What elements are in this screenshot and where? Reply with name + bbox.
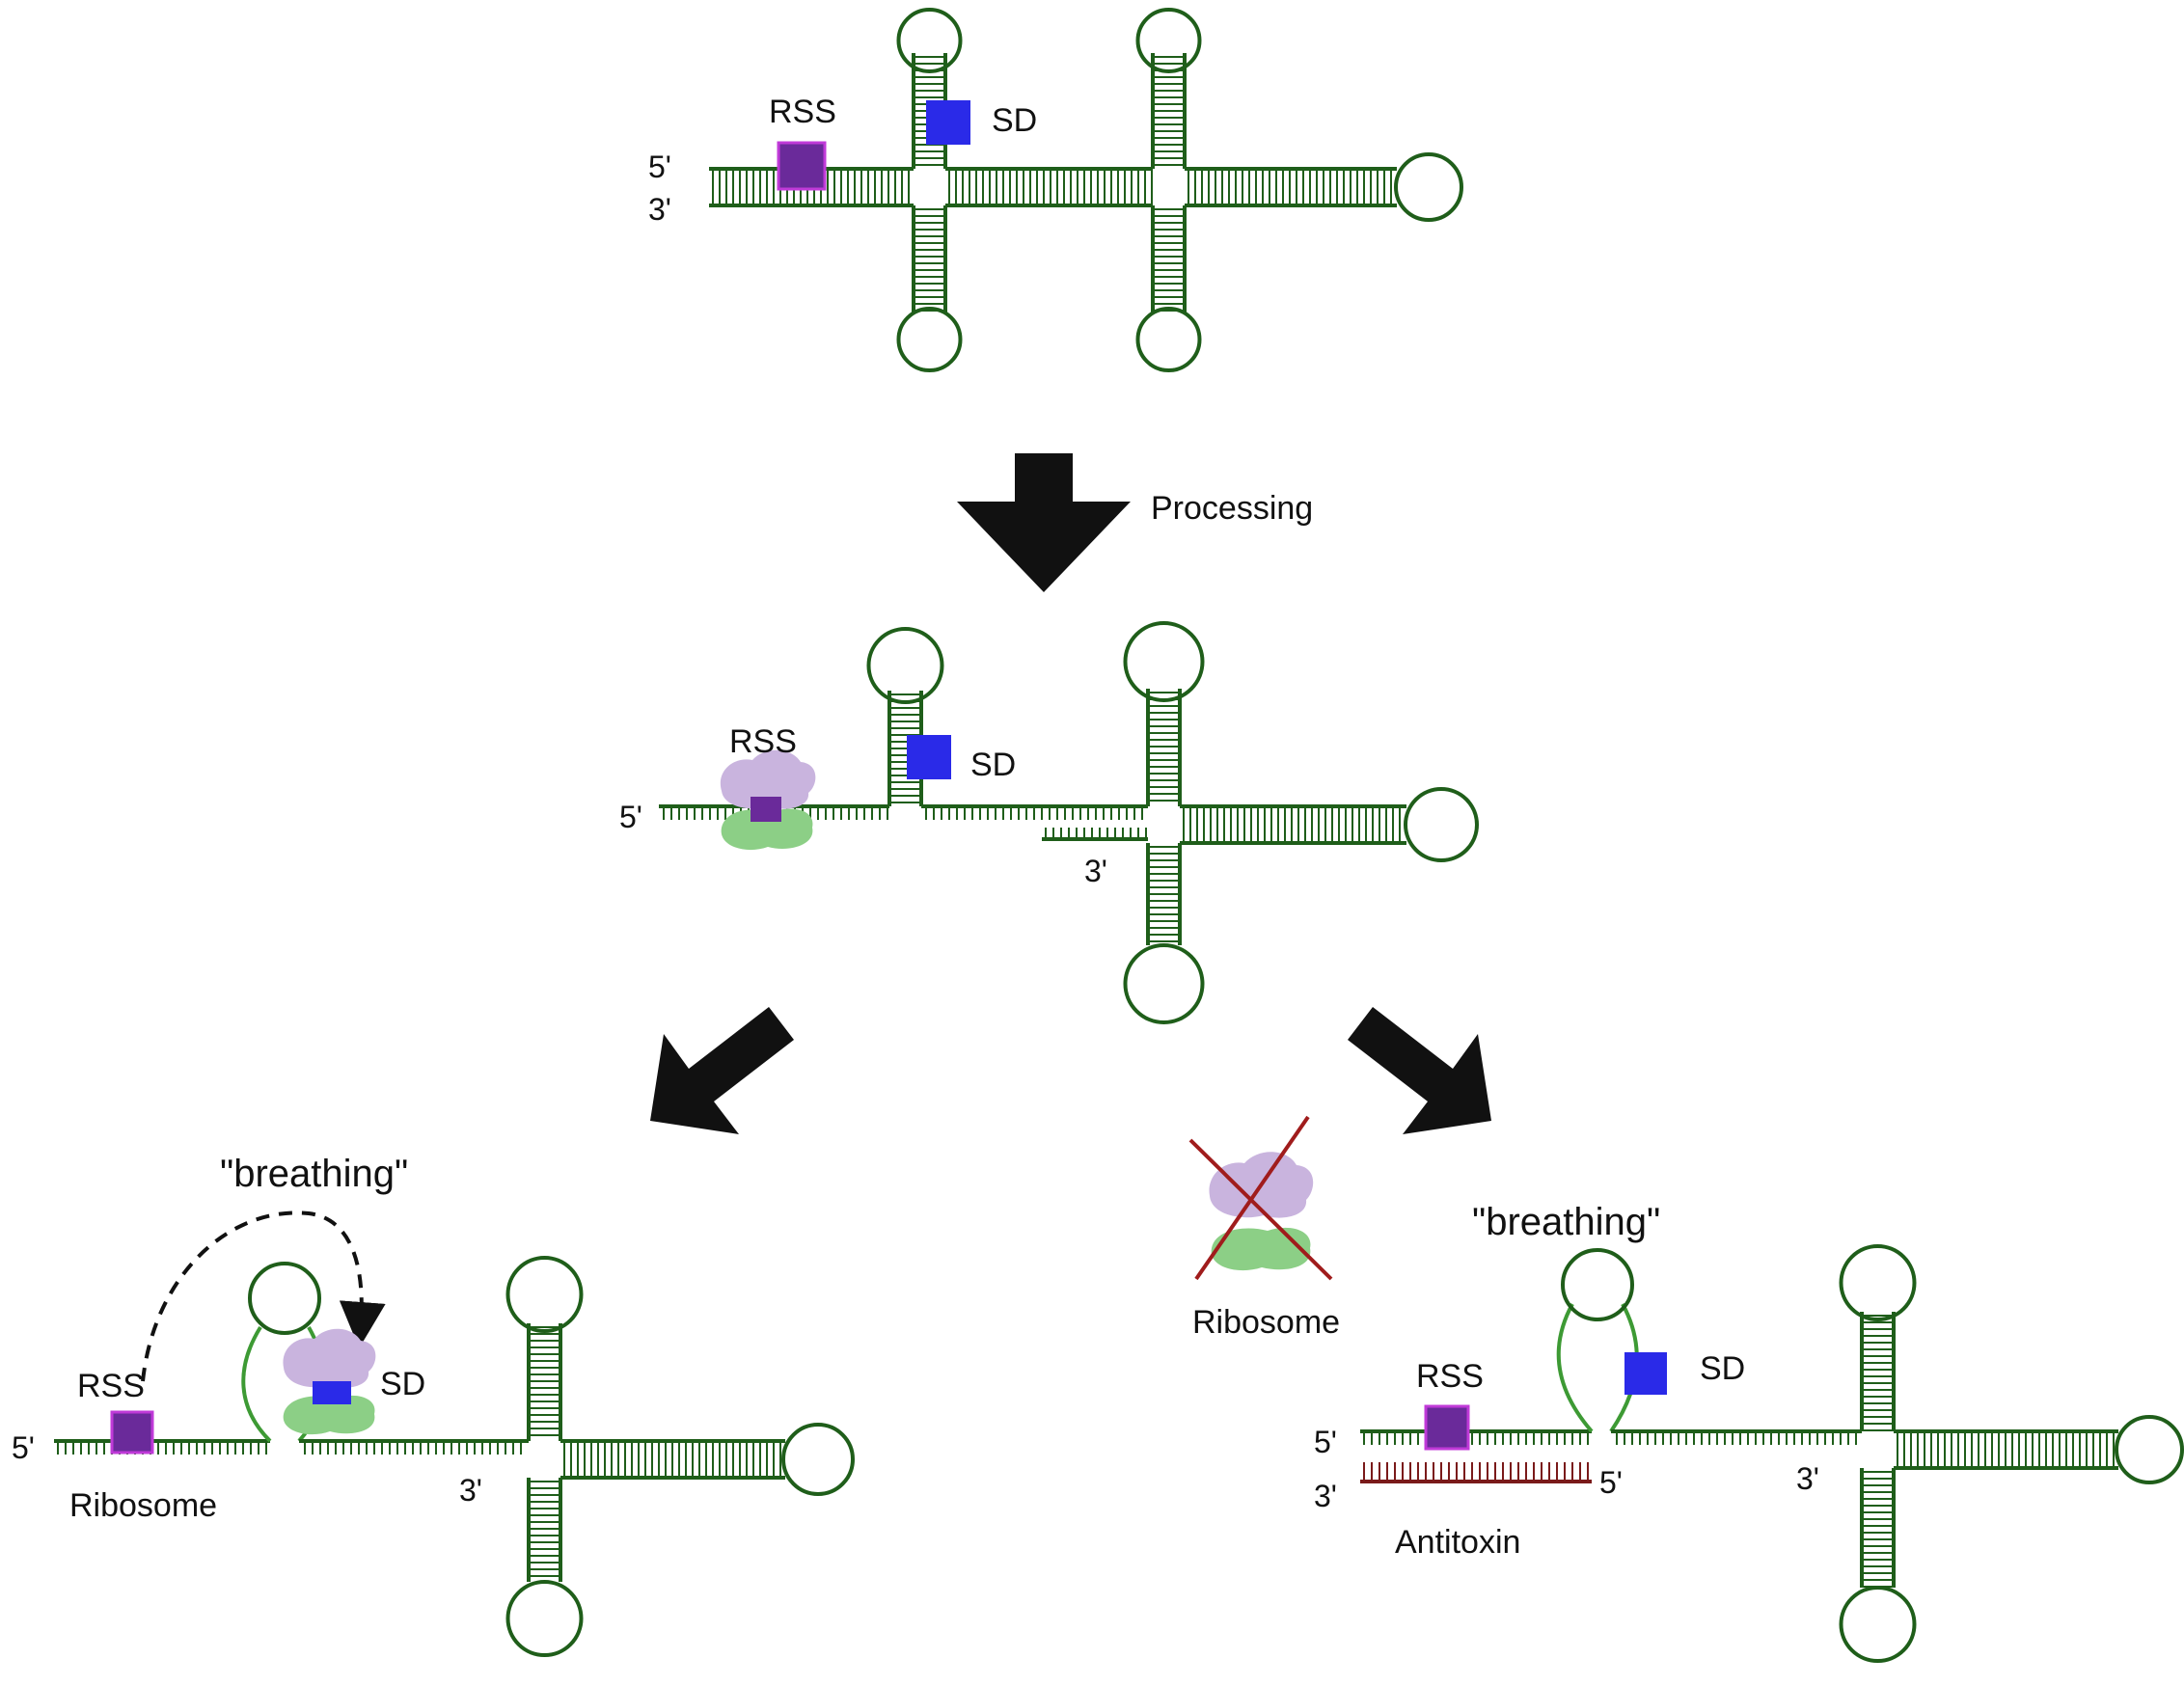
terminal-loop [1394,152,1463,222]
breathing-label: "breathing" [1472,1201,1660,1243]
arrow-to-right-outcome [1348,1007,1491,1134]
stem-2-down [1860,1468,1896,1588]
rss-box [777,141,827,191]
three-prime-label: 3' [648,192,671,227]
antitoxin-teeth [1363,1462,1589,1482]
sd-label: SD [992,102,1037,139]
processing-label: Processing [1151,490,1313,527]
sd-box [313,1381,351,1404]
duplex-right [560,1439,785,1480]
three-prime-teeth [1045,828,1147,839]
stem-2-down [527,1478,562,1582]
hairpin-loop-2-bottom [505,1580,584,1657]
ribosome-label: Ribosome [69,1487,217,1524]
middle-teeth [1616,1431,1857,1445]
arrow-to-left-outcome [650,1007,794,1134]
sd-box [926,100,970,145]
terminal-loop [2115,1415,2184,1484]
five-prime-label: 5' [619,800,642,834]
hairpin-loop-2-bottom [1839,1586,1917,1663]
sd-box [1624,1352,1667,1395]
open-hairpin-loop [248,1262,321,1335]
hairpin-loop-2-bottom [1123,943,1205,1024]
hairpin-loop-1-top [896,8,963,73]
middle-teeth [304,1441,522,1455]
hairpin-loop-2-top [505,1256,584,1333]
antitoxin-label: Antitoxin [1395,1524,1520,1561]
five-prime-teeth [1363,1431,1589,1445]
three-prime-label: 3' [459,1473,482,1508]
rss-label: RSS [1416,1358,1484,1395]
five-prime-label: 5' [1314,1425,1337,1459]
stem-1-down [912,205,947,313]
breathing-label: "breathing" [220,1153,408,1195]
down-arrow [957,453,1131,592]
three-prime-label: 3' [1314,1479,1337,1513]
open-hairpin-left [1556,1303,1594,1433]
five-prime-teeth [57,1441,267,1455]
three-prime-label-stem: 3' [1796,1461,1819,1496]
stem-2-up [1151,53,1187,169]
middle-teeth [925,806,1143,820]
open-hairpin-loop [1561,1248,1634,1321]
ribosome [283,1328,376,1435]
five-prime-label-antitoxin-end: 5' [1599,1465,1623,1500]
free-ribosome [1188,1115,1333,1281]
rss-box [110,1410,154,1455]
cross-line-2 [1194,1115,1310,1281]
precursor-structure: RSS SD 5' 3' [648,8,1463,372]
duplex-right [1180,804,1406,845]
breathing-arrow [141,1210,386,1382]
antitoxin-outcome: Ribosome "breathing" RSS SD 5' 3' 5' 3' … [1188,1115,2184,1663]
rss-label: RSS [729,723,797,760]
three-prime-label: 3' [1084,854,1107,888]
duplex-middle [945,167,1153,207]
rss-label: RSS [769,94,836,130]
stem-2-up [527,1323,562,1441]
hairpin-loop-1-top [866,627,944,704]
hairpin-loop-2-top [1135,8,1202,73]
ribosome-small-subunit [1211,1227,1311,1271]
five-prime-label: 5' [648,150,671,184]
translation-outcome: "breathing" RSS SD 5' 3' Ribosome [12,1153,855,1657]
ribosome-label: Ribosome [1192,1304,1340,1341]
five-prime-label: 5' [12,1430,35,1465]
terminal-loop [1404,787,1479,862]
sd-box [907,735,951,779]
processing-arrow: Processing [957,453,1313,592]
ribosome-large-subunit [720,749,816,809]
ribosome-small-subunit [283,1395,375,1435]
sd-label: SD [970,747,1016,783]
hairpin-loop-1-bottom [896,307,963,372]
rss-box [751,797,781,822]
sd-label: SD [380,1366,425,1402]
stem-2-up [1860,1312,1896,1431]
stem-2-down [1151,205,1187,313]
stem-2-up [1146,689,1182,806]
ribosome-large-subunit [283,1328,376,1388]
duplex-right [1894,1429,2118,1470]
sd-label: SD [1700,1350,1745,1387]
hairpin-loop-2-bottom [1135,307,1202,372]
hairpin-loop-2-top [1839,1244,1917,1321]
rss-box [1424,1404,1470,1451]
hairpin-loop-2-top [1123,621,1205,702]
processed-structure: RSS SD 5' 3' [619,621,1479,1024]
terminal-loop [781,1423,855,1496]
ribosome [720,749,816,851]
ribosome-small-subunit [721,808,813,851]
open-hairpin-left [241,1325,272,1443]
rss-label: RSS [77,1368,145,1404]
duplex-right [1185,167,1397,207]
stem-2-down [1146,843,1182,945]
cross-line-1 [1188,1138,1333,1281]
